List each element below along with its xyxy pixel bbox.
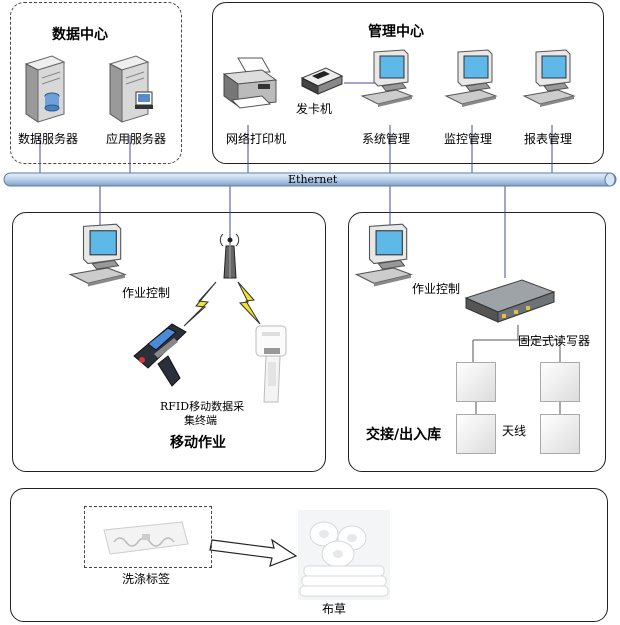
laundry-tag-frame [84, 506, 212, 568]
network-printer-icon [222, 57, 278, 109]
ethernet-bus [3, 172, 617, 187]
report-mgmt-computer-icon [522, 49, 576, 107]
card-issuer-label: 发卡机 [296, 102, 333, 116]
handover-control-label: 作业控制 [412, 282, 461, 296]
linen-label: 布草 [322, 602, 347, 616]
antenna-panel [456, 362, 496, 402]
handover-title: 交接/出入库 [366, 427, 442, 443]
laundry-tag-icon [103, 521, 189, 555]
laundry-tag-label: 洗涤标签 [122, 572, 171, 586]
antenna-panel [540, 414, 580, 454]
data-server-label: 数据服务器 [18, 132, 79, 146]
monitor-mgmt-computer-icon [444, 49, 498, 107]
system-mgmt-label: 系统管理 [362, 132, 411, 146]
card-issuer-icon [300, 67, 344, 95]
handheld-reader-icon [255, 325, 287, 403]
ethernet-label: Ethernet [288, 173, 338, 186]
antenna-label: 天线 [502, 424, 527, 438]
printer-label: 网络打印机 [226, 132, 287, 146]
rfid-handheld-terminal-icon [133, 323, 187, 387]
antenna-panel [540, 362, 580, 402]
handover-control-computer-icon [354, 223, 413, 287]
app-server-icon [108, 55, 153, 123]
terminal-label-line2: 集终端 [184, 414, 217, 427]
antenna-panel [456, 414, 496, 454]
app-server-label: 应用服务器 [106, 132, 167, 146]
system-mgmt-computer-icon [360, 49, 414, 107]
data-server-icon [24, 55, 66, 123]
mobile-control-computer-icon [68, 223, 127, 287]
wireless-bolt-right [237, 281, 261, 325]
linen-towels-icon [298, 510, 390, 600]
antenna-tower-icon [219, 233, 240, 279]
monitor-mgmt-label: 监控管理 [444, 132, 493, 146]
wireless-bolt-left [183, 281, 217, 327]
report-mgmt-label: 报表管理 [524, 132, 573, 146]
data-center-title: 数据中心 [52, 27, 108, 43]
flow-arrow [209, 538, 298, 567]
terminal-label-line1: RFID移动数据采 [160, 400, 245, 413]
management-center-title: 管理中心 [368, 24, 424, 40]
fixed-reader-icon [464, 279, 556, 323]
mobile-control-label: 作业控制 [122, 286, 171, 300]
mobile-work-title: 移动作业 [170, 435, 226, 451]
fixed-reader-label: 固定式读写器 [518, 334, 591, 348]
